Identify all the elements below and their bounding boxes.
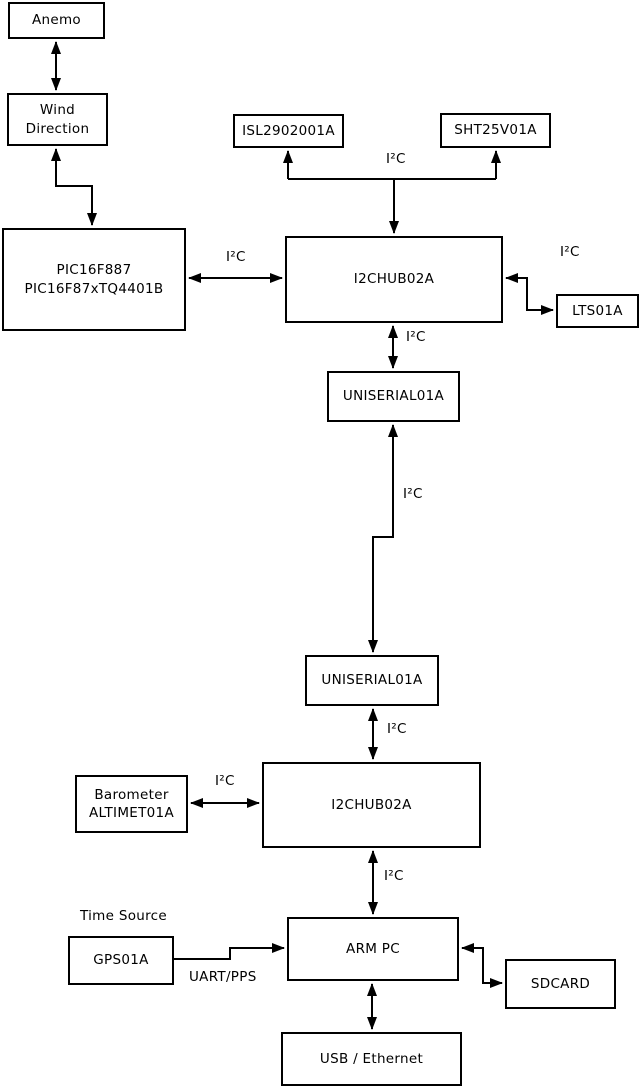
node-label: I2CHUB02A (353, 271, 435, 288)
node-label: Wind Direction (25, 102, 90, 137)
edge-label-i2c-uniserial-hub2: I²C (387, 721, 407, 737)
edge-label-i2c-hub-uniserial: I²C (406, 329, 426, 345)
node-pic16f887: PIC16F887 PIC16F87xTQ4401B (2, 228, 186, 331)
edge-label-i2c-hub-lts: I²C (560, 244, 580, 260)
node-gps01a: GPS01A (68, 936, 174, 985)
node-label: Barometer ALTIMET01A (89, 786, 174, 821)
node-label: GPS01A (93, 952, 149, 969)
node-label: USB / Ethernet (319, 1050, 424, 1067)
node-label: I2CHUB02A (331, 796, 412, 813)
node-uniserial01a-bottom: UNISERIAL01A (305, 655, 439, 706)
node-uniserial01a-top: UNISERIAL01A (327, 371, 460, 422)
edge-label-i2c-pic-hub: I²C (226, 249, 246, 265)
node-label: UNISERIAL01A (321, 672, 423, 689)
edge-arm-sdcard (461, 943, 503, 988)
node-anemo: Anemo (8, 2, 105, 39)
edge-gps-arm (174, 943, 285, 960)
node-label: ARM PC (346, 940, 400, 957)
node-i2chub02a-bottom: I2CHUB02A (262, 762, 481, 848)
edge-label-i2c-hub-armpc: I²C (384, 868, 404, 884)
node-label: SDCARD (530, 975, 591, 992)
node-label: UNISERIAL01A (342, 388, 445, 405)
node-isl2902001a: ISL2902001A (233, 114, 344, 148)
edge-uni1-uni2 (368, 424, 398, 653)
node-sht25v01a: SHT25V01A (440, 113, 551, 148)
edge-label-i2c-baro-hub: I²C (215, 773, 235, 789)
node-arm-pc: ARM PC (287, 917, 459, 981)
node-barometer-altimet01a: Barometer ALTIMET01A (75, 775, 188, 833)
edge-label-i2c-uniserial-link: I²C (403, 486, 423, 502)
edge-label-uart-pps: UART/PPS (189, 969, 257, 985)
node-label: ISL2902001A (242, 122, 335, 139)
edge-label-i2c-isl-sht: I²C (386, 151, 406, 167)
edge-label-time-source: Time Source (80, 908, 167, 924)
node-wind-direction: Wind Direction (7, 93, 108, 146)
node-label: PIC16F887 PIC16F87xTQ4401B (24, 262, 164, 297)
node-label: LTS01A (572, 302, 623, 319)
node-usb-ethernet: USB / Ethernet (281, 1032, 462, 1086)
edge-hub1-lts (505, 273, 554, 315)
node-i2chub02a-top: I2CHUB02A (285, 236, 503, 323)
edge-wind-pic (51, 148, 97, 226)
node-sdcard: SDCARD (505, 959, 616, 1009)
node-label: SHT25V01A (454, 122, 537, 139)
node-label: Anemo (31, 12, 81, 29)
node-lts01a: LTS01A (556, 294, 639, 328)
